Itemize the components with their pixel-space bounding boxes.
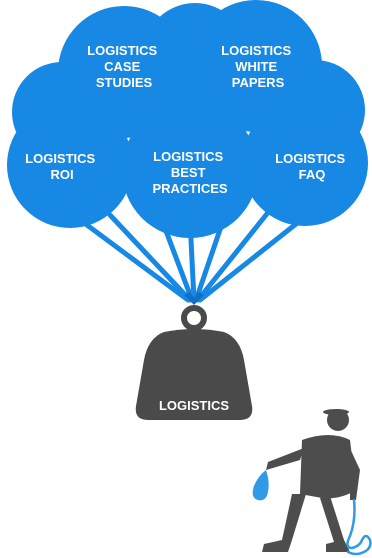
svg-text:LOGISTICS FAQ: LOGISTICS FAQ: [275, 151, 349, 182]
balloon-case-studies-line-1: LOGISTICS: [87, 43, 157, 58]
balloon-best-practices-line-3: PRACTICES: [152, 181, 227, 196]
balloon-shape: [7, 102, 133, 228]
balloon-best-practices: LOGISTICS BEST PRACTICES: [122, 102, 258, 238]
figure-leg-left: [262, 494, 306, 552]
figure-leg-right: [320, 496, 350, 552]
balloon-case-studies: LOGISTICS CASE STUDIES: [58, 6, 190, 138]
weight-ring-icon: [181, 305, 207, 331]
balloon-case-studies-line-2: CASE: [104, 59, 140, 74]
weight-body: [135, 329, 253, 420]
balloon-shape: [242, 100, 368, 226]
figure-hat-brim: [323, 409, 349, 415]
balloon-string: [195, 207, 273, 303]
weight: LOGISTICS: [135, 305, 253, 420]
balloon-faq: LOGISTICS FAQ: [242, 100, 368, 226]
figure-arm-left: [266, 448, 304, 470]
svg-text:LOGISTICS ROI: LOGISTICS ROI: [25, 151, 99, 182]
balloon-shape: [58, 6, 190, 138]
balloon-white-papers-line-1: LOGISTICS: [221, 43, 291, 58]
balloon-string: [107, 212, 193, 303]
svg-text:LOGISTICS CASE STU: LOGISTICS CASE STUDIES: [87, 43, 161, 90]
balloon-roi-line-1: LOGISTICS: [25, 151, 95, 166]
weight-label: LOGISTICS: [159, 398, 229, 413]
balloon-faq-line-1: LOGISTICS: [275, 151, 345, 166]
balloon-best-practices-line-2: BEST: [171, 165, 206, 180]
small-balloon-icon: [252, 470, 269, 501]
figure-arm-right: [342, 444, 360, 500]
svg-text:LOGISTICS WHITE PA: LOGISTICS WHITE PAPERS: [221, 43, 295, 90]
balloon-roi: LOGISTICS ROI: [7, 102, 133, 228]
person-figure-icon: [252, 409, 372, 556]
figure-body: [300, 435, 356, 499]
balloon-case-studies-line-3: STUDIES: [96, 75, 153, 90]
string-knot: [184, 292, 204, 305]
svg-text:LOGISTICS BEST PRA: LOGISTICS BEST PRACTICES: [152, 149, 227, 196]
balloon-white-papers: LOGISTICS WHITE PAPERS: [190, 0, 322, 132]
balloon-white-papers-line-3: PAPERS: [232, 75, 285, 90]
balloon-shape: [190, 0, 322, 132]
balloon-shape: [122, 102, 258, 238]
balloon-roi-line-2: ROI: [50, 167, 73, 182]
balloon-white-papers-line-2: WHITE: [235, 59, 277, 74]
balloon-best-practices-line-1: LOGISTICS: [153, 149, 223, 164]
leash-icon: [346, 498, 372, 556]
balloon-faq-line-2: FAQ: [299, 167, 326, 182]
